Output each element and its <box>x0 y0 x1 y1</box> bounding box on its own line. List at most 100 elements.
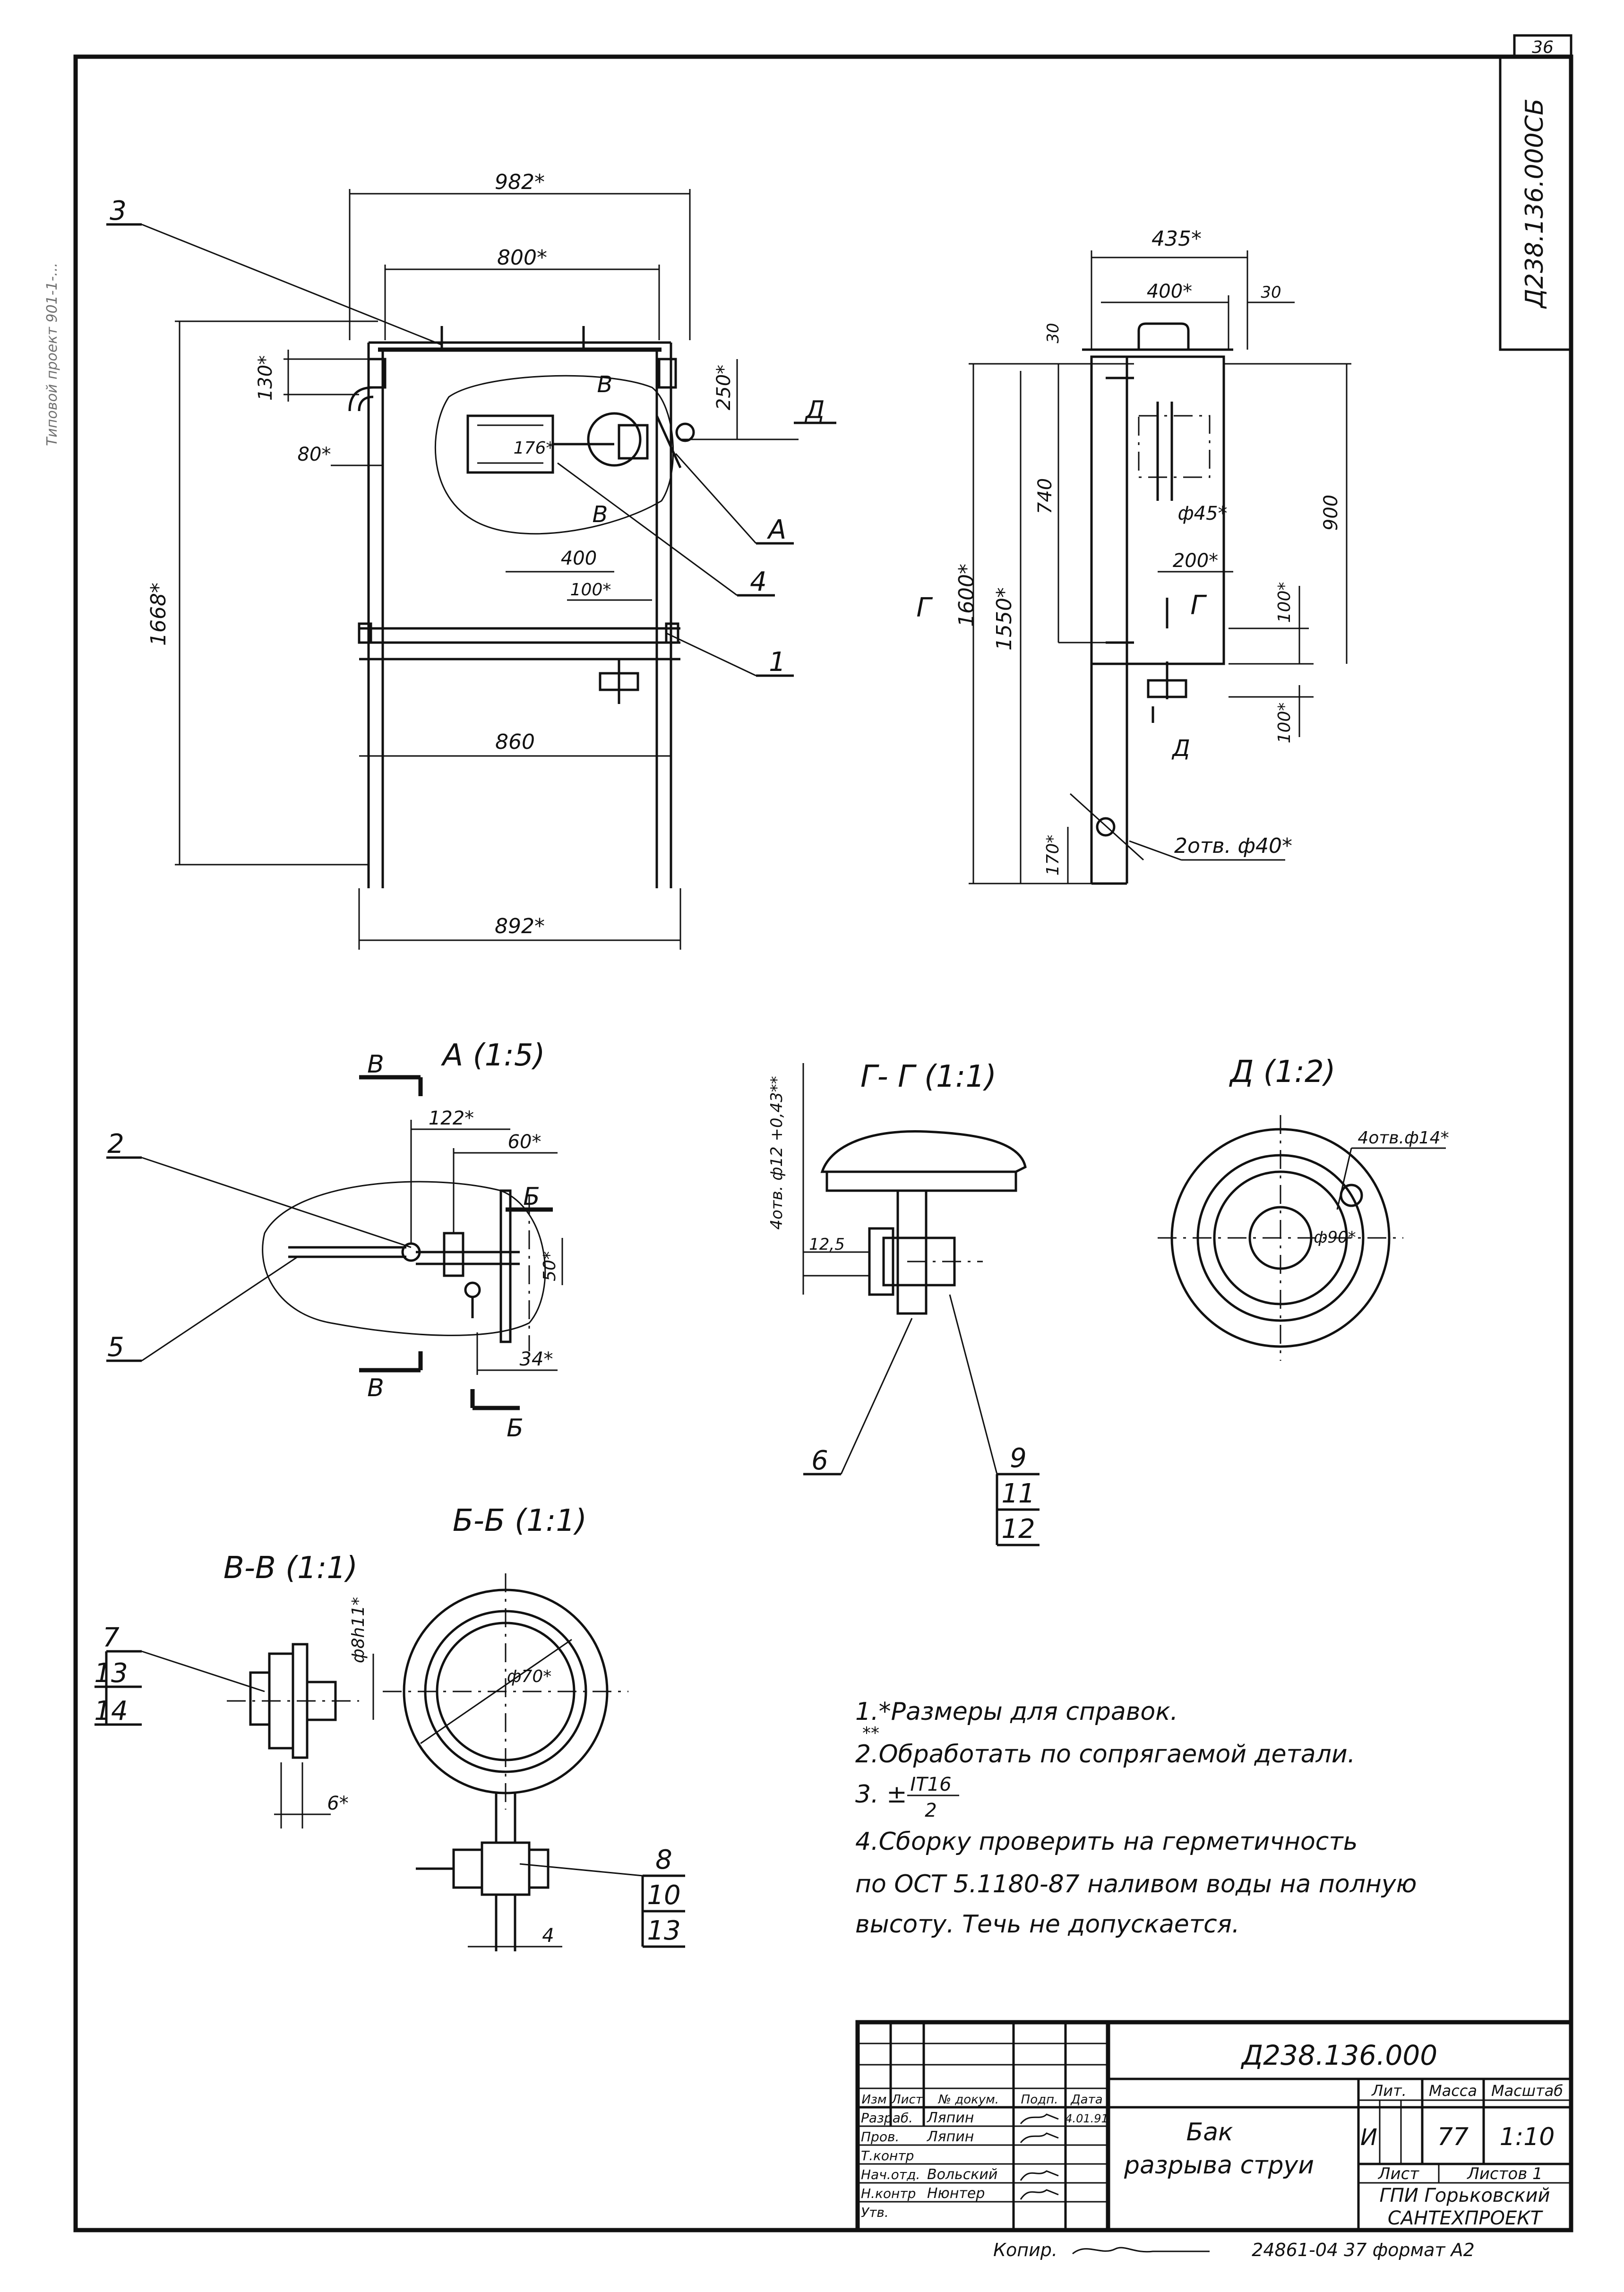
dim-130: 130* <box>255 355 276 401</box>
section-vv <box>95 1643 374 1828</box>
note-1: 1.*Размеры для справок. <box>855 1698 1178 1726</box>
dim-176: 176* <box>514 438 555 458</box>
dim-34: 34* <box>520 1348 553 1370</box>
callout-9: 9 <box>1010 1443 1027 1474</box>
footer-stamp: 24861-04 37 формат А2 <box>1252 2240 1475 2260</box>
detail-a-section-b-bottom: Б <box>507 1414 524 1442</box>
signature-nachotd <box>1020 2170 1059 2181</box>
dim-200: 200* <box>1173 550 1218 572</box>
col-header-docnum: № докум. <box>937 2093 999 2107</box>
view-d <box>1158 1115 1446 1361</box>
col-header-list: Лист <box>891 2093 923 2107</box>
callout-4: 4 <box>750 567 767 597</box>
note-4-line2: по ОСТ 5.1180-87 наливом воды на полную <box>855 1870 1417 1898</box>
role-prov: Пров. <box>861 2129 899 2145</box>
title-name-line1: Бак <box>1186 2118 1234 2146</box>
signature-nkontr <box>1020 2189 1059 2200</box>
role-razrab: Разраб. <box>861 2110 913 2126</box>
dim-400-float: 400 <box>561 548 597 569</box>
section-vv-title: В-В (1:1) <box>223 1551 358 1586</box>
title-block <box>855 2020 1573 2232</box>
callout-3: 3 <box>110 196 127 226</box>
name-nachotd: Вольский <box>927 2166 997 2183</box>
note-4: 4.Сборку проверить на герметичность <box>855 1828 1358 1856</box>
dim-170: 170* <box>1043 835 1063 876</box>
title-name-line2: разрыва струи <box>1124 2151 1314 2180</box>
scale-header: Масштаб <box>1491 2082 1563 2100</box>
dim-892: 892* <box>495 914 545 938</box>
callout-6: 6 <box>811 1445 828 1476</box>
col-header-sign: Подп. <box>1021 2093 1058 2107</box>
view-arrow-d: Д <box>805 396 825 424</box>
callout-13-vv: 13 <box>94 1658 128 1689</box>
name-prov: Ляпин <box>927 2129 974 2145</box>
date-razrab: 4.01.91 <box>1065 2112 1108 2125</box>
callout-5: 5 <box>107 1332 124 1363</box>
side-view <box>969 250 1351 885</box>
mass-header: Масса <box>1429 2082 1477 2100</box>
dim-1600: 1600* <box>954 564 979 627</box>
note-2-superscript: ** <box>862 1724 879 1743</box>
section-gg <box>802 1063 1040 1546</box>
col-header-date: Дата <box>1070 2093 1102 2107</box>
lit-header: Лит. <box>1371 2082 1407 2100</box>
org-line2: САНТЕХПРОЕКТ <box>1388 2207 1544 2229</box>
role-utv: Утв. <box>861 2205 889 2220</box>
margin-project-label: Типовой проект 901-1-... <box>44 263 60 446</box>
detail-a <box>106 1075 563 1410</box>
dim-80: 80* <box>298 444 331 465</box>
sheet-frame <box>73 54 1573 2232</box>
section-letter-v-top: В <box>597 371 613 398</box>
section-letter-v-bottom: В <box>593 501 608 528</box>
note-3: 3. ± <box>855 1780 907 1809</box>
name-razrab: Ляпин <box>927 2110 974 2126</box>
dim-400-side: 400* <box>1147 281 1192 302</box>
sheets-label: Листов 1 <box>1466 2164 1542 2183</box>
callout-10: 10 <box>647 1880 680 1911</box>
title-doc-number: Д238.136.000 <box>1240 2039 1437 2071</box>
dim-122: 122* <box>429 1107 474 1129</box>
section-letter-g-left: Г <box>916 592 933 623</box>
dim-holes-12: 4отв. ф12 +0,43** <box>767 1076 786 1229</box>
lit-value: И <box>1360 2124 1377 2151</box>
detail-a-section-v-bottom: В <box>367 1374 384 1402</box>
role-nkontr: Н.контр <box>861 2186 916 2201</box>
dim-30-a: 30 <box>1044 323 1063 343</box>
callout-12: 12 <box>1001 1514 1035 1545</box>
footer-copy-signature <box>1072 2247 1210 2255</box>
detail-a-section-v-top: В <box>367 1050 384 1079</box>
dim-100-lower: 100* <box>570 580 611 600</box>
callout-14: 14 <box>94 1696 128 1726</box>
dim-6: 6* <box>327 1793 348 1814</box>
dim-phi8: ф8h11* <box>349 1597 368 1663</box>
dim-100-side-a: 100* <box>1275 582 1294 623</box>
callout-7: 7 <box>103 1622 120 1653</box>
callout-13-bb: 13 <box>647 1915 680 1946</box>
detail-a-title: А (1:5) <box>440 1038 545 1073</box>
section-bb <box>383 1573 685 1951</box>
dim-60: 60* <box>508 1131 541 1153</box>
dim-250: 250* <box>713 365 735 410</box>
role-tkontr: Т.контр <box>861 2148 914 2163</box>
note-3-denominator: 2 <box>925 1800 937 1821</box>
signature-razrab <box>1020 2113 1059 2124</box>
signature-prov <box>1020 2132 1059 2143</box>
dim-phi90: ф90* <box>1314 1228 1356 1247</box>
section-bb-title: Б-Б (1:1) <box>453 1503 587 1538</box>
dim-435: 435* <box>1151 227 1202 251</box>
dim-50: 50* <box>540 1251 559 1281</box>
dim-4: 4 <box>542 1925 554 1947</box>
dim-1668: 1668* <box>146 583 171 646</box>
note-2: 2.Обработать по сопрягаемой детали. <box>855 1740 1355 1768</box>
view-d-title: Д (1:2) <box>1229 1055 1335 1090</box>
dim-1550: 1550* <box>992 587 1016 651</box>
dim-phi45: ф45* <box>1177 503 1227 524</box>
technical-notes: 1.*Размеры для справок. 2.Обработать по … <box>855 1698 1417 1939</box>
callout-a: А <box>767 515 786 545</box>
callout-8: 8 <box>655 1845 672 1875</box>
dim-holes-40: 2отв. ф40* <box>1174 834 1292 858</box>
dim-900: 900 <box>1320 495 1342 531</box>
footer-copy-label: Копир. <box>993 2240 1057 2260</box>
page-number: 36 <box>1532 38 1554 57</box>
